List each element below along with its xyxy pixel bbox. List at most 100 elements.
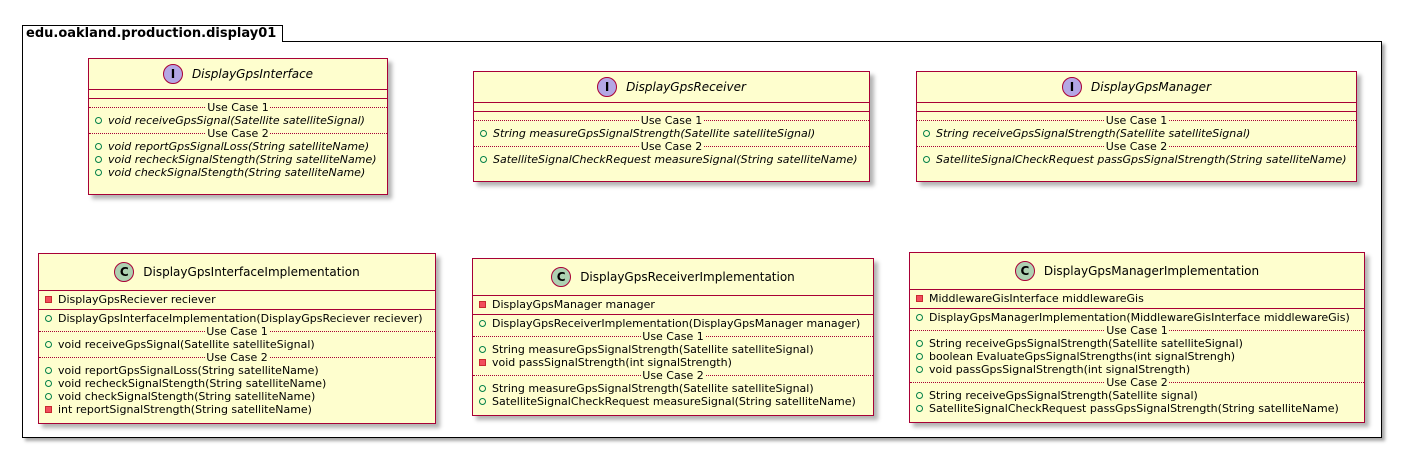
member-signature: SatelliteSignalCheckRequest passGpsSigna…: [929, 402, 1339, 415]
member-signature: String receiveGpsSignalStrength(Satellit…: [929, 337, 1243, 350]
methods-compartment: DisplayGpsInterfaceImplementation(Displa…: [39, 310, 435, 420]
fields-compartment: [917, 103, 1356, 112]
methods-compartment: DisplayGpsReceiverImplementation(Display…: [473, 315, 873, 412]
member-signature: boolean EvaluateGpsSignalStrengths(int s…: [929, 350, 1236, 363]
section-separator: Use Case 1: [473, 330, 873, 343]
member-row[interactable]: String measureGpsSignalStrength(Satellit…: [473, 382, 873, 395]
member-row[interactable]: String measureGpsSignalStrength(Satellit…: [473, 343, 873, 356]
public-visibility-icon: [95, 117, 102, 124]
public-visibility-icon: [916, 314, 923, 321]
class-badge-icon: C: [114, 262, 135, 282]
member-row[interactable]: MiddlewareGisInterface middlewareGis: [910, 292, 1364, 305]
member-signature: SatelliteSignalCheckRequest measureSigna…: [492, 395, 856, 408]
section-label: Use Case 1: [639, 113, 704, 127]
section-separator: Use Case 1: [474, 114, 869, 127]
interface-badge-icon: I: [162, 64, 183, 84]
fields-compartment: DisplayGpsReciever reciever: [39, 291, 435, 310]
member-row[interactable]: void receiveGpsSignal(Satellite satellit…: [89, 114, 387, 127]
public-visibility-icon: [479, 385, 486, 392]
member-row[interactable]: void passSignalStrength(int signalStreng…: [473, 356, 873, 369]
member-signature: SatelliteSignalCheckRequest passGpsSigna…: [936, 153, 1347, 166]
member-row[interactable]: SatelliteSignalCheckRequest passGpsSigna…: [917, 153, 1356, 166]
public-visibility-icon: [45, 380, 52, 387]
public-visibility-icon: [479, 346, 486, 353]
member-signature: DisplayGpsManager manager: [492, 298, 655, 311]
section-separator: Use Case 2: [473, 369, 873, 382]
fields-compartment: [474, 103, 869, 112]
member-row[interactable]: void checkSignalStength(String satellite…: [39, 390, 435, 403]
member-row[interactable]: String receiveGpsSignalStrength(Satellit…: [917, 127, 1356, 140]
private-visibility-icon: [45, 406, 52, 413]
member-signature: DisplayGpsReciever reciever: [58, 293, 216, 306]
member-row[interactable]: String receiveGpsSignalStrength(Satellit…: [910, 389, 1364, 402]
public-visibility-icon: [916, 405, 923, 412]
member-row[interactable]: void receiveGpsSignal(Satellite satellit…: [39, 338, 435, 351]
class-header: C DisplayGpsInterfaceImplementation: [39, 254, 435, 291]
class-name: DisplayGpsInterfaceImplementation: [143, 265, 360, 279]
member-signature: String measureGpsSignalStrength(Satellit…: [493, 127, 816, 140]
member-signature: String receiveGpsSignalStrength(Satellit…: [929, 389, 1198, 402]
member-row[interactable]: String measureGpsSignalStrength(Satellit…: [474, 127, 869, 140]
member-signature: SatelliteSignalCheckRequest measureSigna…: [493, 153, 858, 166]
section-separator: Use Case 1: [917, 114, 1356, 127]
class-name: DisplayGpsManagerImplementation: [1043, 264, 1260, 278]
member-row[interactable]: DisplayGpsReceiverImplementation(Display…: [473, 317, 873, 330]
member-row[interactable]: void checkSignalStength(String satellite…: [89, 166, 387, 179]
public-visibility-icon: [95, 169, 102, 176]
member-row[interactable]: SatelliteSignalCheckRequest passGpsSigna…: [910, 402, 1364, 415]
member-row[interactable]: DisplayGpsReciever reciever: [39, 293, 435, 306]
public-visibility-icon: [95, 143, 102, 150]
member-row[interactable]: void recheckSignalStength(String satelli…: [39, 377, 435, 390]
member-signature: DisplayGpsManagerImplementation(Middlewa…: [929, 311, 1350, 324]
member-row[interactable]: String receiveGpsSignalStrength(Satellit…: [910, 337, 1364, 350]
section-separator: Use Case 2: [89, 127, 387, 140]
member-row[interactable]: void recheckSignalStength(String satelli…: [89, 153, 387, 166]
public-visibility-icon: [923, 130, 930, 137]
member-row[interactable]: DisplayGpsInterfaceImplementation(Displa…: [39, 312, 435, 325]
private-visibility-icon: [45, 296, 52, 303]
section-label: Use Case 2: [206, 126, 270, 140]
member-signature: void recheckSignalStength(String satelli…: [108, 153, 377, 166]
section-label: Use Case 1: [205, 324, 269, 338]
member-row[interactable]: void reportGpsSignalLoss(String satellit…: [39, 364, 435, 377]
public-visibility-icon: [916, 340, 923, 347]
section-label: Use Case 2: [641, 368, 705, 382]
interface-badge-icon: I: [597, 77, 618, 97]
member-signature: void recheckSignalStength(String satelli…: [58, 377, 327, 390]
section-label: Use Case 2: [639, 139, 704, 153]
member-signature: void passSignalStrength(int signalStreng…: [492, 356, 732, 369]
member-row[interactable]: SatelliteSignalCheckRequest measureSigna…: [473, 395, 873, 408]
member-row[interactable]: DisplayGpsManagerImplementation(Middlewa…: [910, 311, 1364, 324]
section-label: Use Case 2: [205, 350, 269, 364]
section-label: Use Case 1: [1104, 113, 1169, 127]
public-visibility-icon: [480, 156, 487, 163]
member-signature: void reportGpsSignalLoss(String satellit…: [58, 364, 319, 377]
class-badge-icon: C: [1014, 261, 1035, 281]
member-row[interactable]: void passGpsSignalStrength(int signalStr…: [910, 363, 1364, 376]
member-row[interactable]: DisplayGpsManager manager: [473, 298, 873, 311]
member-row[interactable]: int reportSignalStrength(String satellit…: [39, 403, 435, 416]
member-row[interactable]: SatelliteSignalCheckRequest measureSigna…: [474, 153, 869, 166]
section-separator: Use Case 1: [89, 101, 387, 114]
member-signature: void reportGpsSignalLoss(String satellit…: [108, 140, 370, 153]
private-visibility-icon: [479, 359, 486, 366]
section-label: Use Case 2: [1105, 375, 1169, 389]
public-visibility-icon: [916, 353, 923, 360]
interface-badge-icon: I: [1062, 77, 1082, 97]
public-visibility-icon: [45, 315, 52, 322]
private-visibility-icon: [916, 295, 923, 302]
member-row[interactable]: boolean EvaluateGpsSignalStrengths(int s…: [910, 350, 1364, 363]
class-name: DisplayGpsReceiverImplementation: [580, 270, 795, 284]
member-row[interactable]: void reportGpsSignalLoss(String satellit…: [89, 140, 387, 153]
member-signature: void checkSignalStength(String satellite…: [58, 390, 316, 403]
section-separator: Use Case 2: [39, 351, 435, 364]
